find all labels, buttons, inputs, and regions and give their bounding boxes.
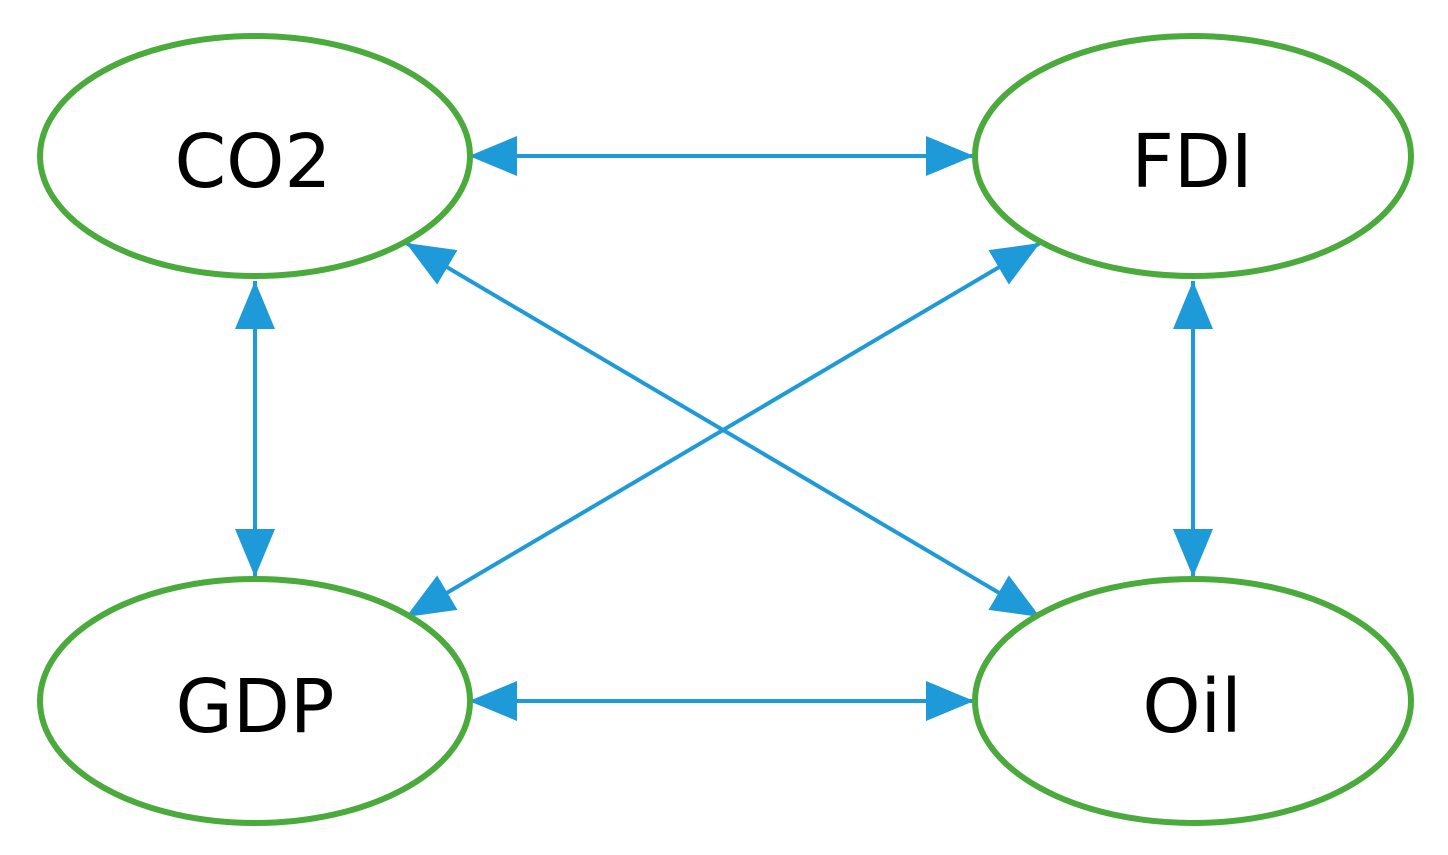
node-co2-ellipse (37, 33, 473, 279)
node-fdi-label: FDI (1131, 119, 1252, 205)
edge-fdi-gdp (404, 241, 1042, 619)
node-co2-label: CO2 (175, 119, 332, 205)
node-gdp-label: GDP (176, 664, 335, 750)
edges-group (235, 136, 1213, 721)
node-oil-ellipse (972, 576, 1414, 826)
node-fdi-ellipse (972, 33, 1414, 279)
node-gdp: GDP (37, 576, 473, 826)
node-co2: CO2 (37, 33, 473, 279)
node-gdp-ellipse (37, 576, 473, 826)
node-fdi: FDI (972, 33, 1414, 279)
node-oil: Oil (972, 576, 1414, 826)
node-oil-label: Oil (1142, 664, 1241, 750)
